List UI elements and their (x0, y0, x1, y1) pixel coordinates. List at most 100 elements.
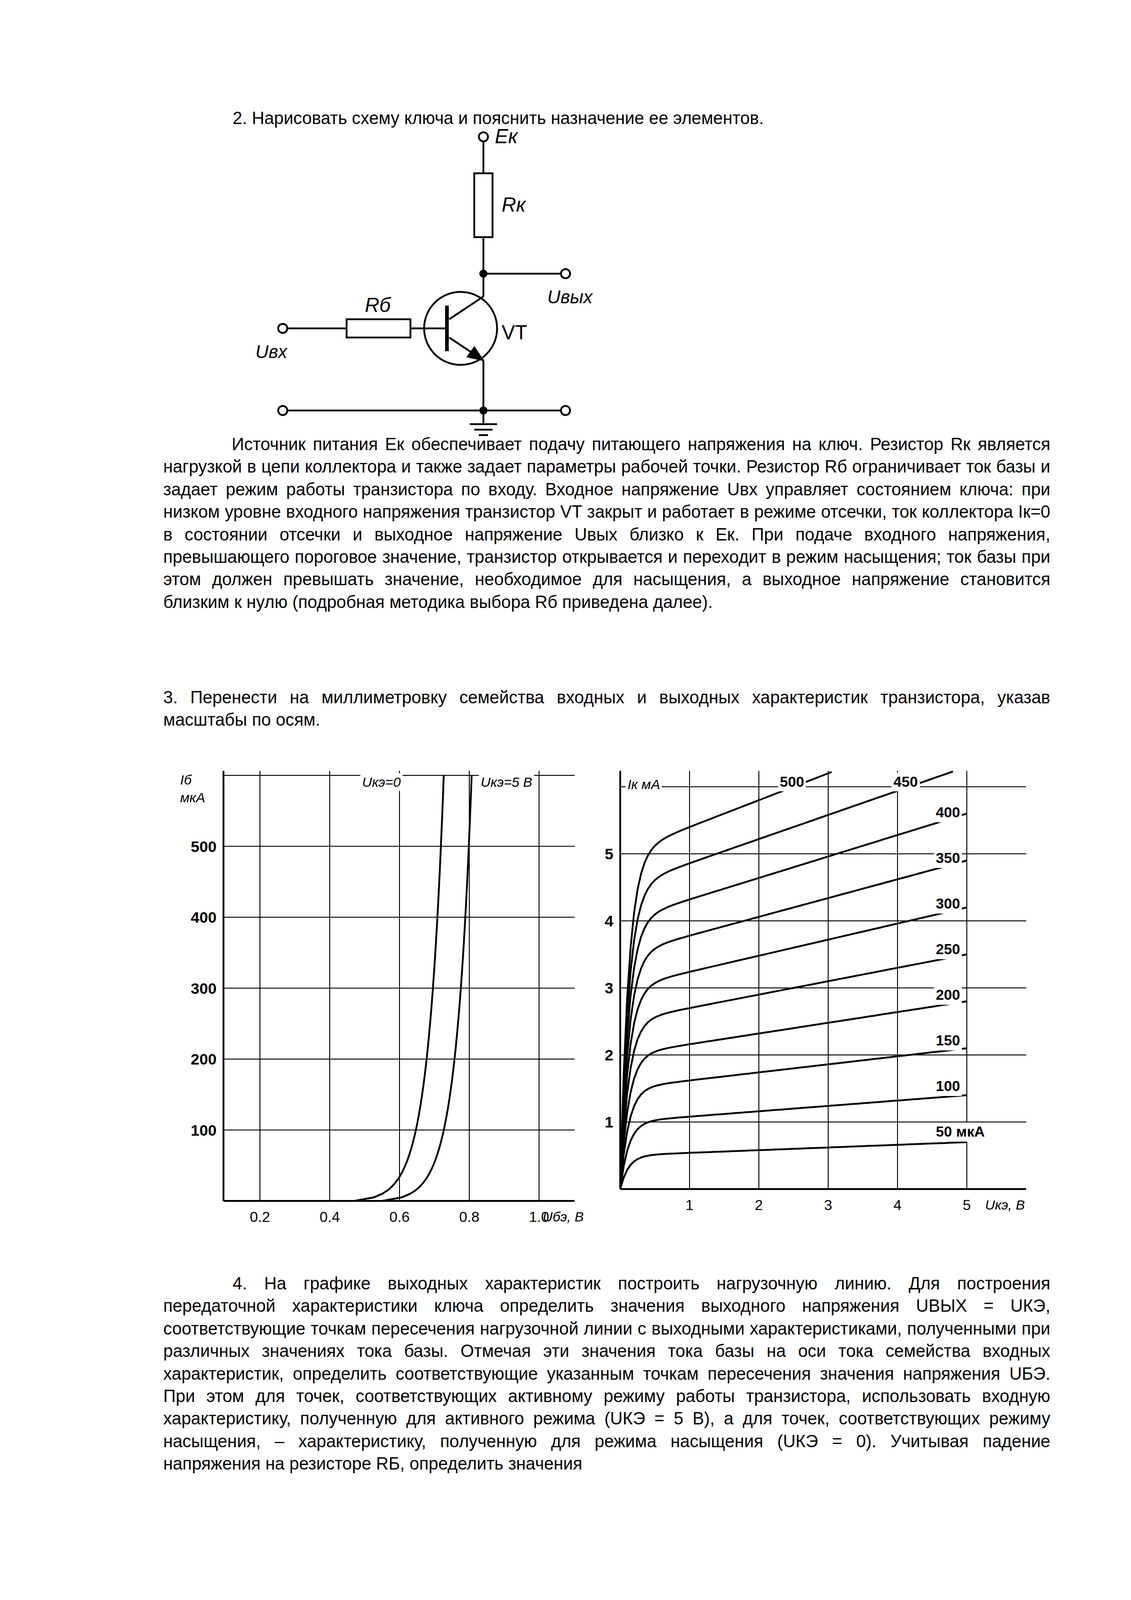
input-characteristics (223, 770, 575, 1201)
resistor-symbol (474, 173, 493, 238)
curve-label: 400 (933, 803, 962, 823)
axis-line (620, 1188, 1027, 1190)
wire (483, 272, 561, 275)
input-curve (354, 775, 445, 1201)
tick-label: 500 (173, 836, 217, 857)
axis-title: Uбэ, В (542, 1207, 602, 1226)
section-heading: 2. Нарисовать схему ключа и пояснить наз… (232, 107, 1100, 130)
output-terminal (560, 405, 571, 416)
input-terminal (278, 405, 288, 416)
output-curve (620, 954, 967, 1190)
curve-label: 300 (933, 894, 962, 914)
tick-label: 0.8 (446, 1207, 493, 1227)
input-curve (382, 775, 472, 1201)
grid-line (259, 770, 261, 1201)
tick-label: 5 (588, 843, 614, 864)
ground-wire (287, 409, 561, 412)
tick-label: 4 (883, 1195, 912, 1215)
curve-label: Uкэ=0 (360, 773, 403, 791)
curve-label: Uкэ=5 В (478, 773, 535, 791)
curve-label: 100 (933, 1076, 962, 1096)
grid-line (223, 916, 575, 918)
axis-line (222, 770, 225, 1201)
collector-lead (449, 296, 484, 320)
supply-terminal (478, 132, 488, 142)
tick-label: 1 (675, 1195, 704, 1215)
grid-line (223, 1129, 575, 1131)
grid-line (620, 786, 1027, 788)
tick-label: 2 (588, 1044, 614, 1065)
tick-label: 1 (588, 1111, 614, 1132)
grid-line (399, 770, 400, 1201)
wire (482, 237, 485, 297)
curve-label: 200 (933, 985, 962, 1005)
component-label: Rк (501, 191, 539, 218)
curve-label: 500 (778, 772, 806, 792)
tick-label: 200 (173, 1048, 217, 1069)
component-label: VT (501, 319, 539, 346)
curve-label: 250 (933, 939, 962, 960)
tick-label: 3 (814, 1195, 842, 1215)
tick-label: 2 (745, 1195, 773, 1215)
axis-title: Uкэ, В (985, 1195, 1045, 1214)
curve-label: 50 мкА (933, 1122, 987, 1142)
resistor-symbol (346, 319, 411, 338)
curve-label: 150 (933, 1031, 962, 1051)
wire (482, 360, 485, 411)
output-curve (620, 907, 967, 1189)
ground-symbol (474, 428, 493, 431)
grid-line (223, 987, 575, 989)
grid-line (827, 770, 829, 1189)
task-text: 4. На графике выходных характеристик пос… (163, 1272, 1051, 1476)
output-characteristics (620, 770, 1027, 1189)
task-text: 3. Перенести на миллиметровку семейства … (163, 686, 1051, 732)
ground-symbol (469, 423, 498, 426)
grid-line (897, 770, 898, 1189)
output-curve (620, 813, 967, 1189)
output-curve (620, 772, 832, 1189)
tick-label: 3 (588, 977, 614, 998)
tick-label: 400 (173, 907, 217, 928)
tick-label: 300 (173, 978, 217, 999)
grid-line (538, 770, 540, 1201)
signal-label: Uвых (547, 285, 612, 309)
grid-line (758, 770, 760, 1189)
axis-line (619, 770, 622, 1189)
wire (482, 141, 485, 174)
output-curve (620, 1094, 967, 1189)
signal-label: Uвх (255, 339, 311, 364)
output-curve (620, 860, 967, 1189)
grid-line (329, 770, 331, 1201)
grid-line (620, 987, 1027, 989)
tick-label: 5 (953, 1195, 981, 1215)
grid-line (620, 920, 1027, 922)
output-curve (620, 1001, 967, 1189)
junction-dot (480, 270, 487, 277)
grid-line (620, 853, 1027, 855)
component-label: Eк (494, 123, 532, 150)
component-label: Rб (364, 291, 402, 318)
tick-label: 0.6 (376, 1207, 423, 1227)
key-circuit (278, 132, 571, 436)
output-curve (620, 1047, 967, 1189)
grid-line (620, 1054, 1027, 1056)
output-terminal (560, 269, 571, 279)
grid-line (223, 845, 575, 847)
explanation-text: Источник питания Eк обеспечивает подачу … (163, 433, 1051, 614)
curve-label: 350 (933, 848, 962, 868)
axis-title: Iб мкА (180, 770, 213, 807)
curve-label: 450 (891, 772, 920, 792)
grid-line (689, 770, 691, 1189)
axis-title: Iк мА (625, 775, 662, 794)
tick-label: 0.2 (237, 1207, 283, 1227)
output-curve (620, 1141, 967, 1189)
wire (410, 327, 447, 330)
wire (287, 327, 347, 330)
tick-label: 4 (588, 910, 614, 931)
grid-line (223, 1058, 575, 1060)
tick-label: 0.4 (306, 1207, 353, 1227)
input-terminal (278, 323, 288, 333)
ground-symbol (482, 410, 485, 425)
emitter-lead (449, 337, 484, 361)
